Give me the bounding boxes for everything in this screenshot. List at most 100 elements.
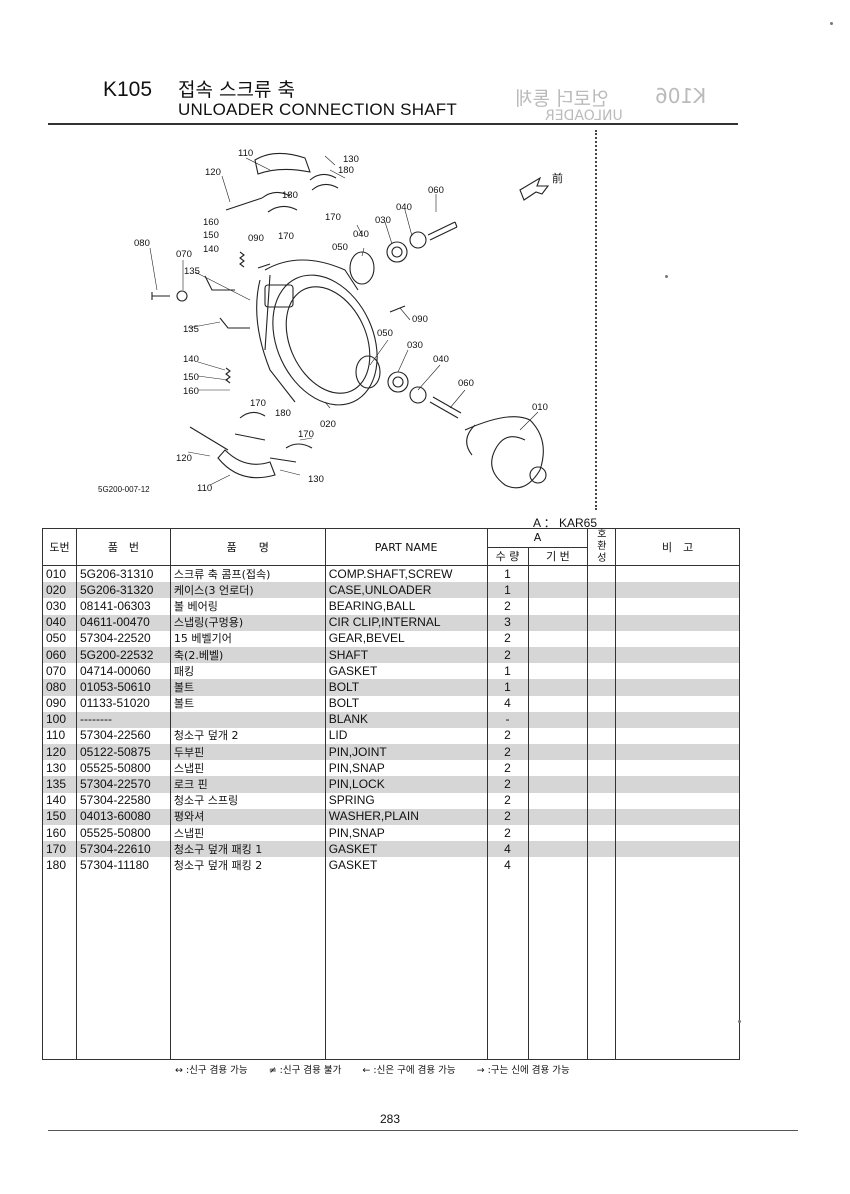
cell-name-english: SHAFT: [324, 646, 488, 664]
empty-cell: [169, 873, 326, 1060]
cell-quantity: 2: [486, 598, 529, 615]
cell-ref-no: 040: [42, 614, 77, 631]
cell-part-number: 05525-50800: [75, 760, 171, 777]
cell-remarks: [615, 808, 740, 825]
cell-ref-no: 050: [42, 630, 77, 647]
cell-compat: [587, 630, 617, 647]
cell-part-number: 57304-22570: [75, 776, 171, 793]
front-arrow: [519, 176, 550, 201]
cell-compat: [587, 598, 617, 615]
cell-model: [527, 792, 589, 809]
cell-model: [527, 565, 589, 583]
col-header-remarks: 비 고: [615, 528, 740, 566]
table-empty-area: [42, 873, 740, 1060]
legend-item: ← :신은 구에 겸용 가능: [362, 1065, 456, 1076]
cell-model: [527, 646, 589, 664]
cell-quantity: 1: [486, 565, 529, 583]
cell-model: [527, 857, 589, 874]
cell-part-number: 04013-60080: [75, 808, 171, 825]
spring-lower: [225, 367, 231, 384]
cell-part-number: 04611-00470: [75, 614, 171, 631]
cell-compat: [587, 825, 617, 842]
callout-label: 170: [298, 429, 314, 440]
callout-label: 150: [183, 372, 199, 383]
cell-name-korean: 스냅링(구멍용): [169, 614, 326, 631]
cell-remarks: [615, 776, 740, 793]
page-section-code: K105: [103, 78, 153, 101]
cell-compat: [587, 614, 617, 631]
col-header-group-a: A: [486, 528, 589, 548]
cell-quantity: -: [486, 711, 529, 728]
leader-lines: [149, 155, 539, 486]
cell-compat: [587, 679, 617, 696]
cell-name-english: GASKET: [324, 841, 488, 858]
cell-quantity: 2: [486, 776, 529, 793]
callout-label: 110: [197, 483, 212, 494]
cell-name-korean: [169, 711, 326, 728]
cell-name-korean: 축(2.베벨): [169, 646, 326, 664]
cell-model: [527, 808, 589, 825]
cell-remarks: [615, 825, 740, 842]
cell-quantity: 2: [486, 727, 529, 745]
cell-model: [527, 630, 589, 647]
cell-part-number: 57304-22520: [75, 630, 171, 647]
cell-part-number: 57304-22610: [75, 841, 171, 858]
bearing-upper: [386, 241, 408, 263]
cell-part-number: 01053-50610: [75, 679, 171, 696]
cell-name-english: BOLT: [324, 679, 488, 696]
callout-label: 130: [308, 474, 324, 485]
legend-item: ↔ :신구 겸용 가능: [175, 1065, 248, 1076]
clip-lower: [409, 386, 427, 404]
callout-label: 170: [250, 398, 266, 409]
col-header-name-kr: 품 명: [169, 528, 326, 566]
cell-name-korean: 두부핀: [169, 744, 326, 761]
cell-model: [527, 695, 589, 712]
cell-name-english: PIN,LOCK: [324, 776, 488, 793]
cell-remarks: [615, 792, 740, 809]
spring-upper: [239, 251, 245, 268]
footer-rule: [48, 1130, 798, 1131]
page-title-english: UNLOADER CONNECTION SHAFT: [178, 100, 457, 119]
cell-model: [527, 744, 589, 761]
bearing-lower-inner: [392, 376, 404, 388]
callout-label: 150: [203, 230, 219, 241]
col-header-part-no: 품 번: [75, 528, 171, 566]
cell-quantity: 2: [486, 630, 529, 647]
cell-compat: [587, 565, 617, 583]
cell-remarks: [615, 598, 740, 615]
case-cleanout-port: [264, 284, 294, 308]
cell-model: [527, 679, 589, 696]
cell-compat: [587, 760, 617, 777]
cell-quantity: 2: [486, 760, 529, 777]
cell-compat: [587, 711, 617, 728]
cell-ref-no: 010: [42, 565, 77, 583]
cell-ref-no: 090: [42, 695, 77, 712]
cell-remarks: [615, 630, 740, 647]
empty-cell: [42, 873, 77, 1060]
cell-name-english: CASE,UNLOADER: [324, 582, 488, 599]
ghost-code: K106: [655, 84, 707, 108]
cell-name-korean: 청소구 스프링: [169, 792, 326, 809]
cell-ref-no: 070: [42, 663, 77, 680]
gasket-070: [176, 290, 188, 302]
compatibility-legend: ↔ :신구 겸용 가능 ≠ :신구 겸용 불가 ← :신은 구에 겸용 가능 →…: [175, 1062, 588, 1076]
cell-model: [527, 825, 589, 842]
cell-name-korean: 스크류 축 콤프(접속): [169, 565, 326, 583]
callout-label: 090: [412, 314, 428, 325]
cell-compat: [587, 808, 617, 825]
cell-name-english: WASHER,PLAIN: [324, 808, 488, 825]
callout-label: 170: [278, 231, 294, 242]
cell-name-english: PIN,JOINT: [324, 744, 488, 761]
callout-label: 135: [183, 324, 199, 335]
callout-label: 180: [275, 408, 291, 419]
callout-label: 135: [184, 266, 200, 277]
front-label: 前: [552, 171, 563, 185]
parts-table: 도번 품 번 품 명 PART NAME A 호 환 성 비 고 수 량 기 번…: [42, 528, 740, 1060]
header-rule: [48, 123, 738, 125]
